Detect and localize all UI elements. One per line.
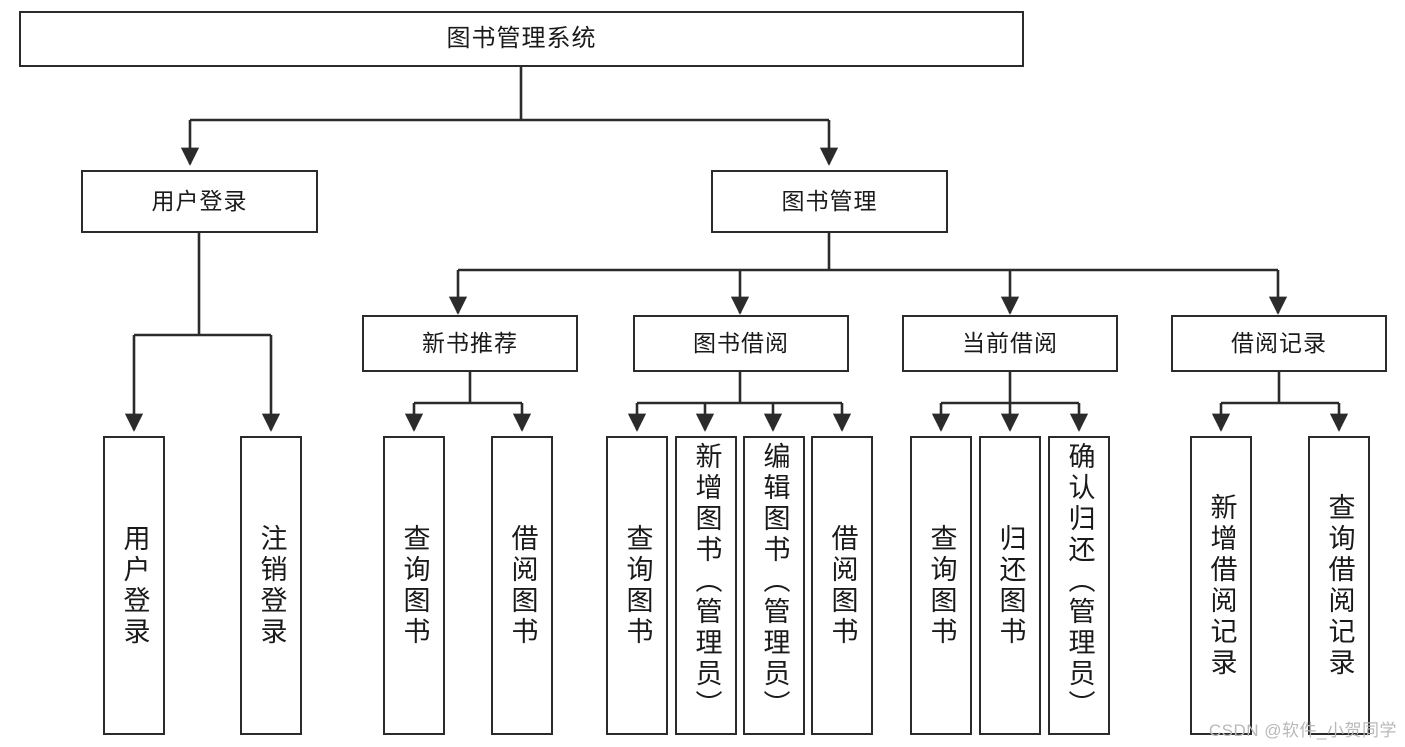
node-label: 确认归还（管理员） xyxy=(1064,442,1095,721)
leaf-new-book-query[interactable]: 查询图书 xyxy=(383,436,445,735)
node-borrow-record[interactable]: 借阅记录 xyxy=(1171,315,1387,372)
node-label: 编辑图书（管理员） xyxy=(759,442,790,721)
node-label: 归还图书 xyxy=(995,523,1026,648)
leaf-new-book-borrow[interactable]: 借阅图书 xyxy=(491,436,553,735)
leaf-book-borrow-add[interactable]: 新增图书（管理员） xyxy=(675,436,737,735)
node-label: 借阅图书 xyxy=(827,523,858,648)
leaf-borrow-record-query[interactable]: 查询借阅记录 xyxy=(1308,436,1370,735)
node-label: 图书管理系统 xyxy=(446,24,597,52)
node-label: 新增借阅记录 xyxy=(1206,492,1237,679)
node-label: 当前借阅 xyxy=(962,329,1058,356)
node-label: 查询借阅记录 xyxy=(1324,492,1355,679)
node-label: 借阅图书 xyxy=(507,523,538,648)
node-label: 用户登录 xyxy=(119,523,150,648)
watermark-text: CSDN @软件_小贺同学 xyxy=(1208,721,1397,740)
node-label: 用户登录 xyxy=(151,187,248,214)
node-label: 新书推荐 xyxy=(422,329,518,356)
node-label: 新增图书（管理员） xyxy=(691,442,722,721)
leaf-current-borrow-return[interactable]: 归还图书 xyxy=(979,436,1041,735)
leaf-user-login-logout[interactable]: 注销登录 xyxy=(240,436,302,735)
node-label: 图书借阅 xyxy=(693,329,789,356)
node-label: 图书管理 xyxy=(781,187,878,214)
node-current-borrow[interactable]: 当前借阅 xyxy=(902,315,1118,372)
leaf-book-borrow-edit[interactable]: 编辑图书（管理员） xyxy=(743,436,805,735)
node-label: 注销登录 xyxy=(256,523,287,648)
node-book-borrow[interactable]: 图书借阅 xyxy=(633,315,849,372)
node-label: 借阅记录 xyxy=(1231,329,1327,356)
leaf-user-login-login[interactable]: 用户登录 xyxy=(103,436,165,735)
leaf-book-borrow-lend[interactable]: 借阅图书 xyxy=(811,436,873,735)
leaf-book-borrow-query[interactable]: 查询图书 xyxy=(606,436,668,735)
node-label: 查询图书 xyxy=(399,523,430,648)
leaf-borrow-record-add[interactable]: 新增借阅记录 xyxy=(1190,436,1252,735)
node-book-management[interactable]: 图书管理 xyxy=(711,170,948,233)
node-user-login[interactable]: 用户登录 xyxy=(81,170,318,233)
node-label: 查询图书 xyxy=(926,523,957,648)
leaf-current-borrow-query[interactable]: 查询图书 xyxy=(910,436,972,735)
node-new-book-recommend[interactable]: 新书推荐 xyxy=(362,315,578,372)
node-label: 查询图书 xyxy=(622,523,653,648)
leaf-current-borrow-confirm-return[interactable]: 确认归还（管理员） xyxy=(1048,436,1110,735)
node-root-system[interactable]: 图书管理系统 xyxy=(19,11,1024,67)
